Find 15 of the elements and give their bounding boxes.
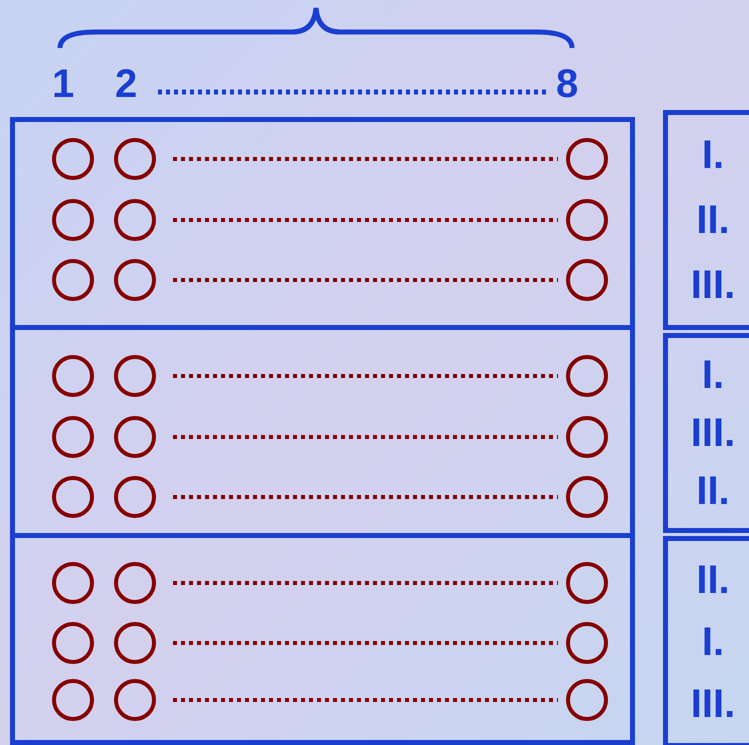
column-number: 1 bbox=[52, 64, 74, 104]
roman-numeral: II. bbox=[696, 560, 730, 600]
numeral-panel bbox=[663, 536, 749, 745]
roman-numeral: I. bbox=[702, 135, 724, 176]
roman-numeral: III. bbox=[690, 684, 736, 724]
roman-numeral: II. bbox=[696, 471, 730, 511]
numeral-panel bbox=[663, 333, 749, 533]
numeral-panel bbox=[663, 110, 749, 330]
column-number: 2 bbox=[115, 64, 138, 104]
roman-numeral: II. bbox=[696, 200, 730, 240]
column-number: 8 bbox=[556, 64, 578, 104]
roman-numeral: III. bbox=[690, 413, 736, 453]
roman-numeral: I. bbox=[702, 355, 724, 395]
roman-numeral: I. bbox=[702, 622, 724, 662]
roman-numeral: III. bbox=[690, 264, 736, 305]
